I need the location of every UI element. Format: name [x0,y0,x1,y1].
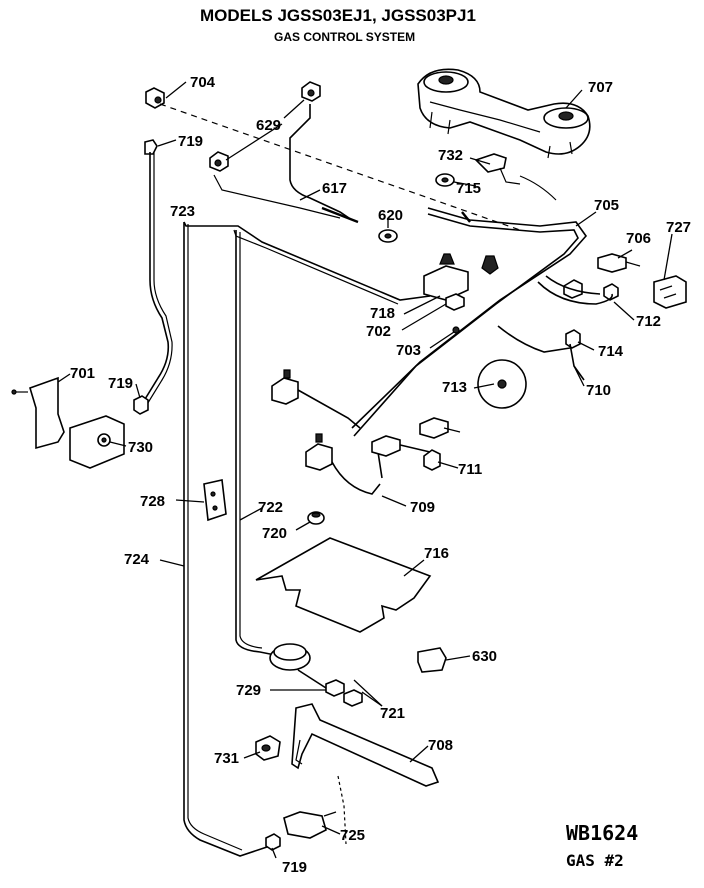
callout-723: 723 [170,203,195,220]
part-729-ring [269,643,311,671]
callout-711: 711 [458,461,482,478]
part-630-bracket [417,647,447,673]
part-707-burner-assembly [417,68,591,159]
callout-718: 718 [370,305,395,322]
callout-705: 705 [594,197,619,214]
callout-719-bottom: 719 [282,859,307,876]
diagram-title: MODELS JGSS03EJ1, JGSS03PJ1 [200,6,476,25]
gas-label: GAS #2 [566,851,624,870]
part-730-valve [69,415,125,469]
part-629-fitting-upper [301,81,321,102]
part-706-valve [597,253,641,273]
callout-729: 729 [236,682,261,699]
callout-730: 730 [128,439,153,456]
part-725-valve [283,775,347,845]
callout-704: 704 [190,74,216,91]
callout-713: 713 [442,379,467,396]
callout-712: 712 [636,313,661,330]
part-716-plate [255,537,432,633]
part-knob-lower [305,433,333,471]
callout-629: 629 [256,117,281,134]
part-708-burner-tube [291,703,440,787]
callout-701: 701 [70,365,95,382]
part-704-fitting [145,87,165,109]
callout-703: 703 [396,342,421,359]
callout-721: 721 [380,705,405,722]
part-703-screw [452,326,460,334]
leader-lines [57,81,673,859]
diagram-subtitle: GAS CONTROL SYSTEM [274,30,415,44]
callout-719: 719 [178,133,203,150]
callout-719-mid: 719 [108,375,133,392]
callout-727: 727 [666,219,691,236]
part-719-mid-fitting [133,395,149,415]
callout-715: 715 [456,180,481,197]
part-719-bottom-fitting [265,833,281,851]
part-719-top-fitting [144,139,158,155]
callout-617: 617 [322,180,347,197]
part-701-bracket [11,376,65,450]
callout-720: 720 [262,525,287,542]
pipe-723 [141,152,170,405]
part-720-cap [307,511,325,525]
callout-709: 709 [410,499,435,516]
part-710-valve-left [371,435,401,457]
callout-728: 728 [140,493,165,510]
callout-722: 722 [258,499,283,516]
callout-630: 630 [472,648,497,665]
part-718-valve [423,253,499,311]
callout-708: 708 [428,737,453,754]
callout-714: 714 [598,343,624,360]
part-710-valve-right [419,417,449,439]
callout-725: 725 [340,827,365,844]
part-728-clip [203,479,227,522]
part-727-bracket [653,275,687,309]
callout-620: 620 [378,207,403,224]
part-715-grommet [435,173,455,187]
part-620-fitting [378,229,398,243]
pipe-723-cross [183,221,431,301]
callout-707: 707 [588,79,613,96]
part-721-fittings [297,669,363,707]
part-731-clip [255,735,281,761]
part-714-fitting [565,329,581,349]
part-732-bracket [474,153,521,185]
part-629-fitting-lower [209,151,229,172]
tube-617 [289,104,353,221]
part-711-fitting [423,449,441,471]
callout-702: 702 [366,323,391,340]
part-knob-upper [271,369,299,405]
pipe-722 [235,230,281,657]
callout-724: 724 [124,551,150,568]
callout-732: 732 [438,147,463,164]
callout-710: 710 [586,382,611,399]
callout-716: 716 [424,545,449,562]
pipe-724 [183,222,271,857]
part-713-disk [477,359,527,409]
callout-706: 706 [626,230,651,247]
diagram-code: WB1624 [566,821,638,845]
callout-731: 731 [214,750,239,767]
